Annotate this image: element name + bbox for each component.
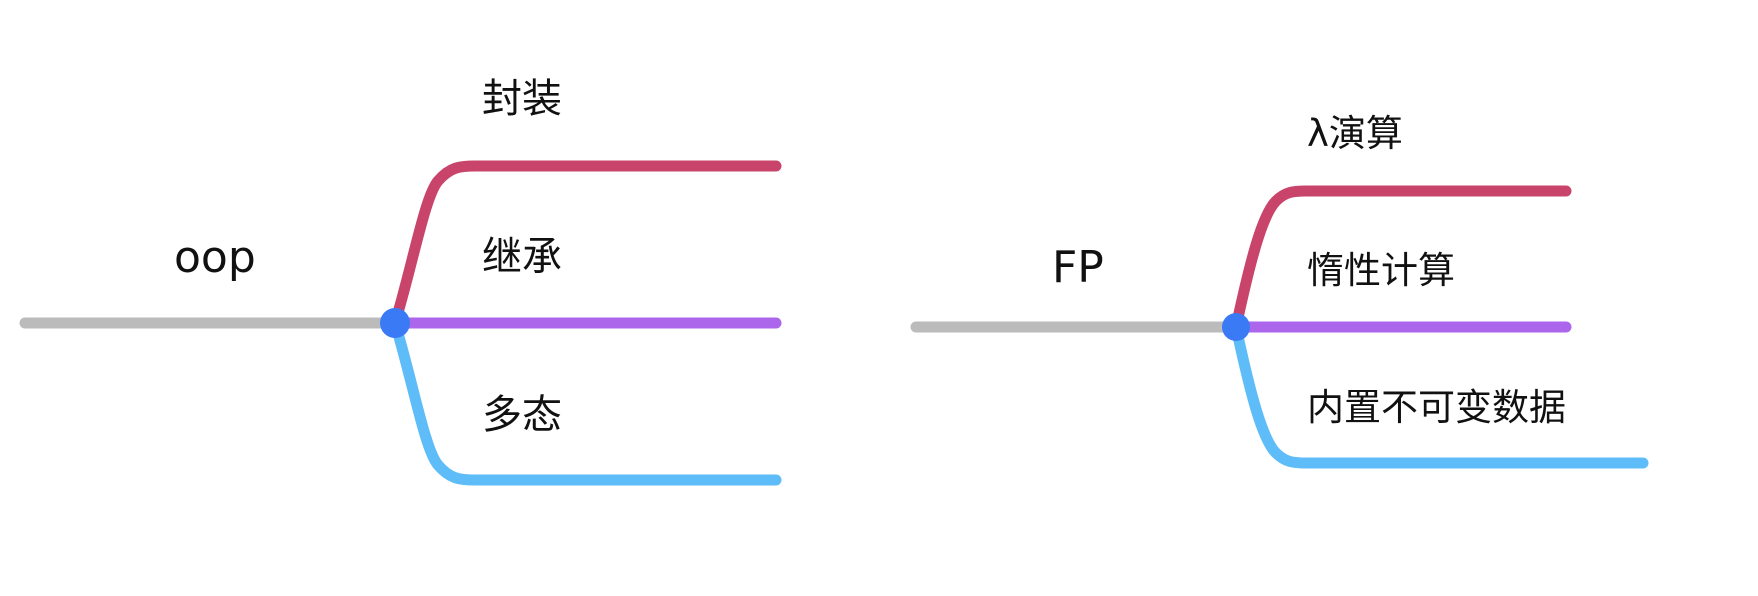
branch-label-lambda: λ演算 — [1307, 112, 1403, 155]
root-label-fp: FP — [1052, 242, 1104, 293]
branch-line-polymorphism — [389, 317, 782, 486]
mindmap-fp — [910, 185, 1649, 469]
branch-label-lazy: 惰性计算 — [1307, 249, 1455, 292]
branch-line-encapsulation — [389, 160, 782, 329]
branch-line-immutable — [1230, 321, 1649, 469]
branch-label-immutable: 内置不可变数据 — [1307, 386, 1566, 429]
branch-label-encapsulation: 封装 — [482, 76, 562, 122]
branch-label-polymorphism: 多态 — [482, 392, 562, 438]
branch-label-inheritance: 继承 — [482, 234, 562, 280]
root-label-oop: oop — [174, 232, 256, 283]
branch-line-lambda — [1230, 185, 1572, 333]
hub-node-oop — [380, 308, 410, 338]
mindmap-oop — [19, 160, 782, 486]
hub-node-fp — [1222, 313, 1250, 341]
